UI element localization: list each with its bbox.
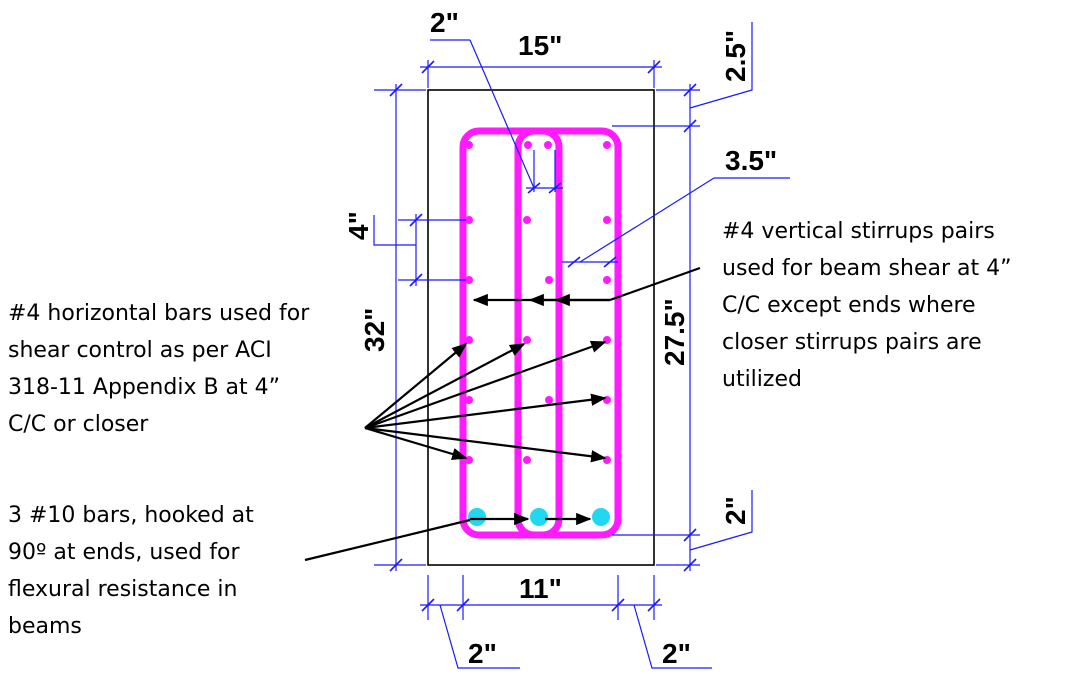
dim-overall-width: 15" [518, 30, 562, 61]
note-line: shear control as per ACI [8, 338, 272, 363]
dim-effective-depth: 27.5" [659, 298, 690, 366]
flexural-bars [468, 508, 610, 526]
note-horizontal-bars: #4 horizontal bars used for shear contro… [8, 301, 310, 437]
note-line: used for beam shear at 4” [722, 256, 1012, 281]
horizontal-bar [603, 216, 611, 224]
dim-bar-spacing: 4" [343, 211, 374, 240]
outer-stirrup [459, 127, 622, 539]
note-line: 90º at ends, used for [8, 540, 240, 565]
note-line: closer stirrups pairs are [722, 330, 982, 355]
note-line: 318-11 Appendix B at 4” [8, 375, 280, 400]
note-line: #4 horizontal bars used for [8, 301, 310, 326]
dim-bottom-cover: 2" [720, 496, 751, 525]
dim-stirrup-width: 11" [519, 573, 562, 604]
note-line: beams [8, 614, 82, 639]
note-line: #4 vertical stirrups pairs [722, 219, 995, 244]
note-line: 3 #10 bars, hooked at [8, 503, 254, 528]
horizontal-bar [465, 216, 473, 224]
main-bar [468, 508, 486, 526]
note-line: flexural resistance in [8, 577, 237, 602]
horizontal-bar [465, 336, 473, 344]
horizontal-bar [465, 276, 473, 284]
horizontal-bar [524, 141, 532, 149]
horizontal-bar [545, 276, 553, 284]
note-vertical-stirrups: #4 vertical stirrups pairs used for beam… [722, 219, 1012, 392]
concrete-section-outline [427, 89, 655, 566]
dim-left-cover: 2" [468, 638, 497, 669]
note-line: C/C except ends where [722, 293, 976, 318]
horizontal-bars [465, 141, 611, 464]
dim-leg-spacing: 3.5" [725, 145, 777, 176]
dimension-lines [373, 22, 790, 669]
horizontal-bar [603, 141, 611, 149]
horizontal-bar [465, 396, 473, 404]
inner-stirrup [514, 127, 563, 539]
horizontal-bar [603, 276, 611, 284]
main-bar [530, 508, 548, 526]
stirrups [459, 127, 622, 539]
horizontal-bar [465, 141, 473, 149]
horizontal-bar [523, 456, 531, 464]
note-line: C/C or closer [8, 412, 149, 437]
horizontal-bar [523, 336, 531, 344]
note-flexural-bars: 3 #10 bars, hooked at 90º at ends, used … [8, 503, 254, 639]
dim-inner-gap: 2" [430, 7, 459, 38]
horizontal-bar [544, 141, 552, 149]
dim-top-cover: 2.5" [720, 30, 751, 82]
note-line: utilized [722, 367, 802, 392]
horizontal-bar [545, 396, 553, 404]
annotation-leaders [304, 266, 701, 562]
dim-overall-height: 32" [359, 308, 390, 352]
main-bar [592, 508, 610, 526]
horizontal-bar [523, 216, 531, 224]
dim-right-cover: 2" [662, 638, 691, 669]
